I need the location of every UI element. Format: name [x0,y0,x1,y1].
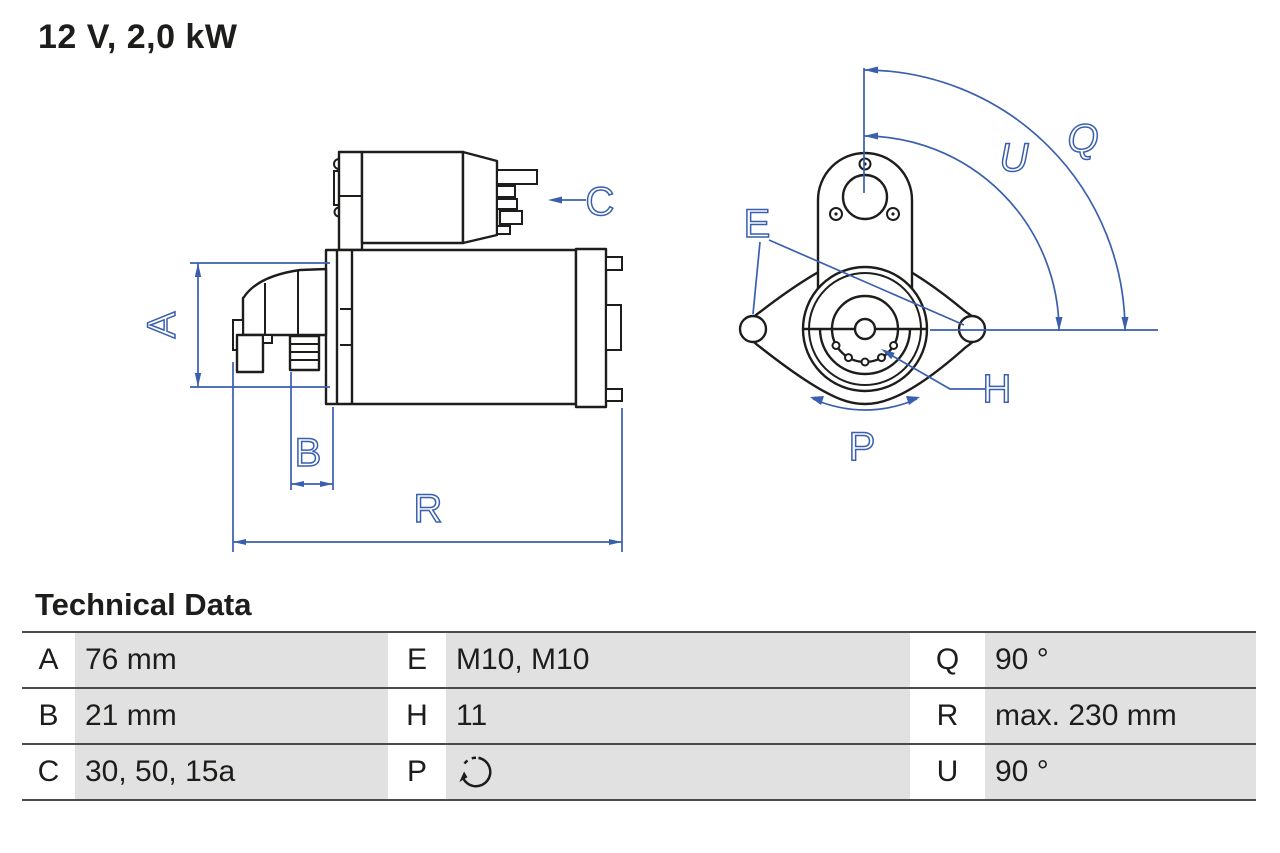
dim-label-u: U [1000,136,1030,180]
dimension-q-arc: Q [863,66,1158,332]
technical-data-table: A 76 mm E M10, M10 Q 90 ° B 21 mm H 11 R… [22,631,1256,801]
table-cell-value: 90 ° [985,633,1256,687]
dim-label-h: H [983,367,1012,411]
table-cell-value: M10, M10 [446,633,910,687]
label-h-leader: H [881,349,1012,412]
drive-end-housing [232,267,328,374]
dim-label-p: P [849,425,876,469]
table-cell-label: Q [910,633,985,687]
dim-label-q: Q [1067,117,1098,161]
table-row: A 76 mm E M10, M10 Q 90 ° [22,633,1256,689]
dimension-c: C [548,179,615,225]
table-heading: Technical Data [35,587,252,622]
dim-label-r: R [414,487,443,531]
center-circles [801,265,929,393]
counterclockwise-rotation-icon [459,756,492,788]
table-row: C 30, 50, 15a P U 90 ° [22,745,1256,801]
dimension-r: R [232,362,623,552]
table-cell-value: 21 mm [75,689,388,743]
table-cell-value: 11 [446,689,910,743]
pinion-teeth [831,341,899,367]
table-cell-label: C [22,745,75,799]
label-p-arrow: P [810,396,920,470]
dim-label-a: A [140,311,184,338]
pinion-gear [288,334,321,372]
table-cell-label: B [22,689,75,743]
table-cell-label: A [22,633,75,687]
page-title: 12 V, 2,0 kW [38,18,238,56]
front-view: Q U E H P [738,66,1158,470]
mounting-bracket [816,151,914,294]
side-view: A B R C [139,150,623,552]
flange-hole-right [957,314,987,344]
table-row: B 21 mm H 11 R max. 230 mm [22,689,1256,745]
table-cell-value: 30, 50, 15a [75,745,388,799]
table-cell-label: E [388,633,446,687]
table-cell-label: H [388,689,446,743]
solenoid-terminals [496,169,538,235]
table-cell-label: U [910,745,985,799]
dim-label-e: E [744,202,771,246]
dimension-a: A [139,262,330,388]
dim-label-b: B [295,431,322,475]
dimension-u-arc: U [863,132,1063,332]
table-cell-rotation [446,745,910,799]
table-cell-value: 76 mm [75,633,388,687]
table-cell-value: max. 230 mm [985,689,1256,743]
flange-hole-left [738,314,768,344]
motor-body [324,247,623,409]
dim-label-c: C [586,180,615,224]
label-e-leader: E [743,201,965,326]
table-cell-value: 90 ° [985,745,1256,799]
solenoid [333,150,538,252]
technical-drawing: A B R C [139,66,1158,552]
table-cell-label: P [388,745,446,799]
table-cell-label: R [910,689,985,743]
dimension-b: B [290,372,334,490]
